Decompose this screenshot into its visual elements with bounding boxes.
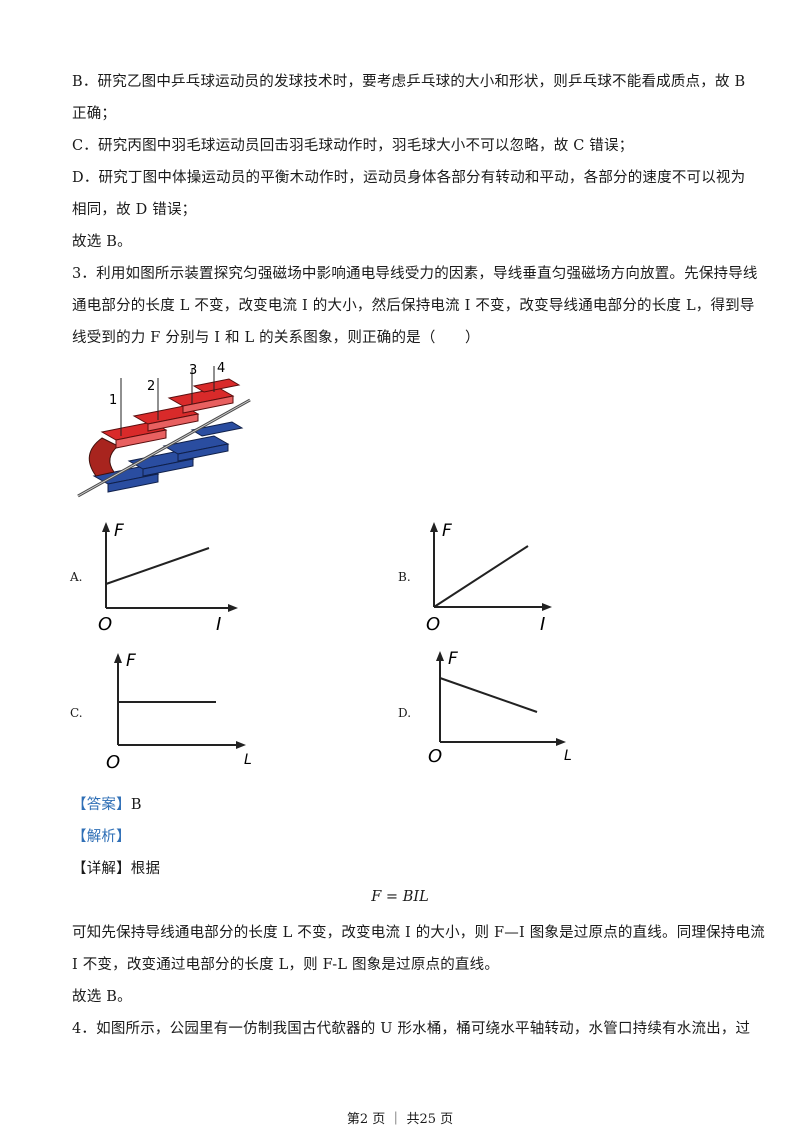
graph-a-line — [105, 547, 210, 585]
text-line-b-cont: 正确； — [72, 106, 117, 122]
explain-line-1: 可知先保持导线通电部分的长度 L 不变，改变电流 I 的大小，则 F—I 图象是… — [72, 925, 765, 941]
graph-option-b: F I O — [426, 521, 552, 635]
question-3-line-1: 3．利用如图所示装置探究匀强磁场中影响通电导线受力的因素，导线垂直匀强磁场方向放… — [72, 266, 758, 282]
text-line-choice: 故选 B。 — [72, 234, 132, 250]
graph-a-x-label: I — [216, 614, 221, 635]
answer-value: B — [130, 797, 142, 813]
option-d-label: D. — [398, 706, 412, 720]
graph-b-x-label: I — [540, 614, 545, 635]
question-3-line-3: 线受到的力 F 分别与 I 和 L 的关系图象，则正确的是（ ） — [72, 330, 480, 346]
graph-option-c: F L O — [106, 651, 252, 770]
graph-a-origin: O — [98, 614, 112, 635]
explain-line-2: I 不变，改变通过电部分的长度 L，则 F-L 图象是过原点的直线。 — [72, 957, 500, 973]
graph-d-line — [439, 677, 538, 713]
apparatus-label-2: 2 — [147, 379, 155, 394]
apparatus-label-3: 3 — [189, 363, 197, 378]
question-4-line-1: 4．如图所示，公园里有一仿制我国古代欹器的 U 形水桶，桶可绕水平轴转动，水管口… — [72, 1021, 751, 1037]
graph-d-y-label: F — [448, 649, 458, 669]
graph-a-y-label: F — [114, 521, 124, 541]
text-line-c: C．研究丙图中羽毛球运动员回击羽毛球动作时，羽毛球大小不可以忽略，故 C 错误； — [72, 138, 634, 154]
apparatus-label-1: 1 — [109, 393, 117, 408]
graph-c-x-label: L — [244, 752, 252, 768]
formula: F = BIL — [371, 889, 429, 905]
graph-d-x-label: L — [564, 748, 572, 764]
magnet-apparatus-figure: 1 2 3 4 — [77, 361, 251, 498]
apparatus-label-4: 4 — [217, 361, 225, 376]
text-line-b: B．研究乙图中乒乓球运动员的发球技术时，要考虑乒乓球的大小和形状，则乒乓球不能看… — [72, 74, 746, 90]
option-a-label: A. — [70, 570, 83, 584]
graph-c-y-label: F — [126, 651, 136, 671]
option-b-label: B. — [398, 570, 411, 584]
graph-b-line — [433, 545, 529, 608]
question-3-line-2: 通电部分的长度 L 不变，改变电流 I 的大小，然后保持电流 I 不变，改变导线… — [72, 298, 755, 314]
graph-option-a: F I O — [98, 521, 238, 635]
text-line-d-cont: 相同，故 D 错误； — [72, 202, 197, 218]
graph-b-origin: O — [426, 614, 440, 635]
option-c-label: C. — [70, 706, 83, 720]
answer-tag: 【答案】 — [72, 797, 131, 813]
analysis-tag: 【解析】 — [72, 829, 131, 845]
explain-choice: 故选 B。 — [72, 989, 132, 1005]
graph-option-d: F L O — [428, 649, 572, 766]
graph-c-origin: O — [106, 752, 120, 770]
graph-d-origin: O — [428, 746, 442, 766]
text-line-d: D．研究丁图中体操运动员的平衡木动作时，运动员身体各部分有转动和平动，各部分的速… — [72, 170, 746, 186]
page-footer: 第2 页 ｜ 共25 页 — [346, 1112, 454, 1127]
answer-row: 【答案】B — [72, 793, 142, 814]
graph-b-y-label: F — [442, 521, 452, 541]
detail-line: 【详解】根据 — [72, 861, 161, 877]
